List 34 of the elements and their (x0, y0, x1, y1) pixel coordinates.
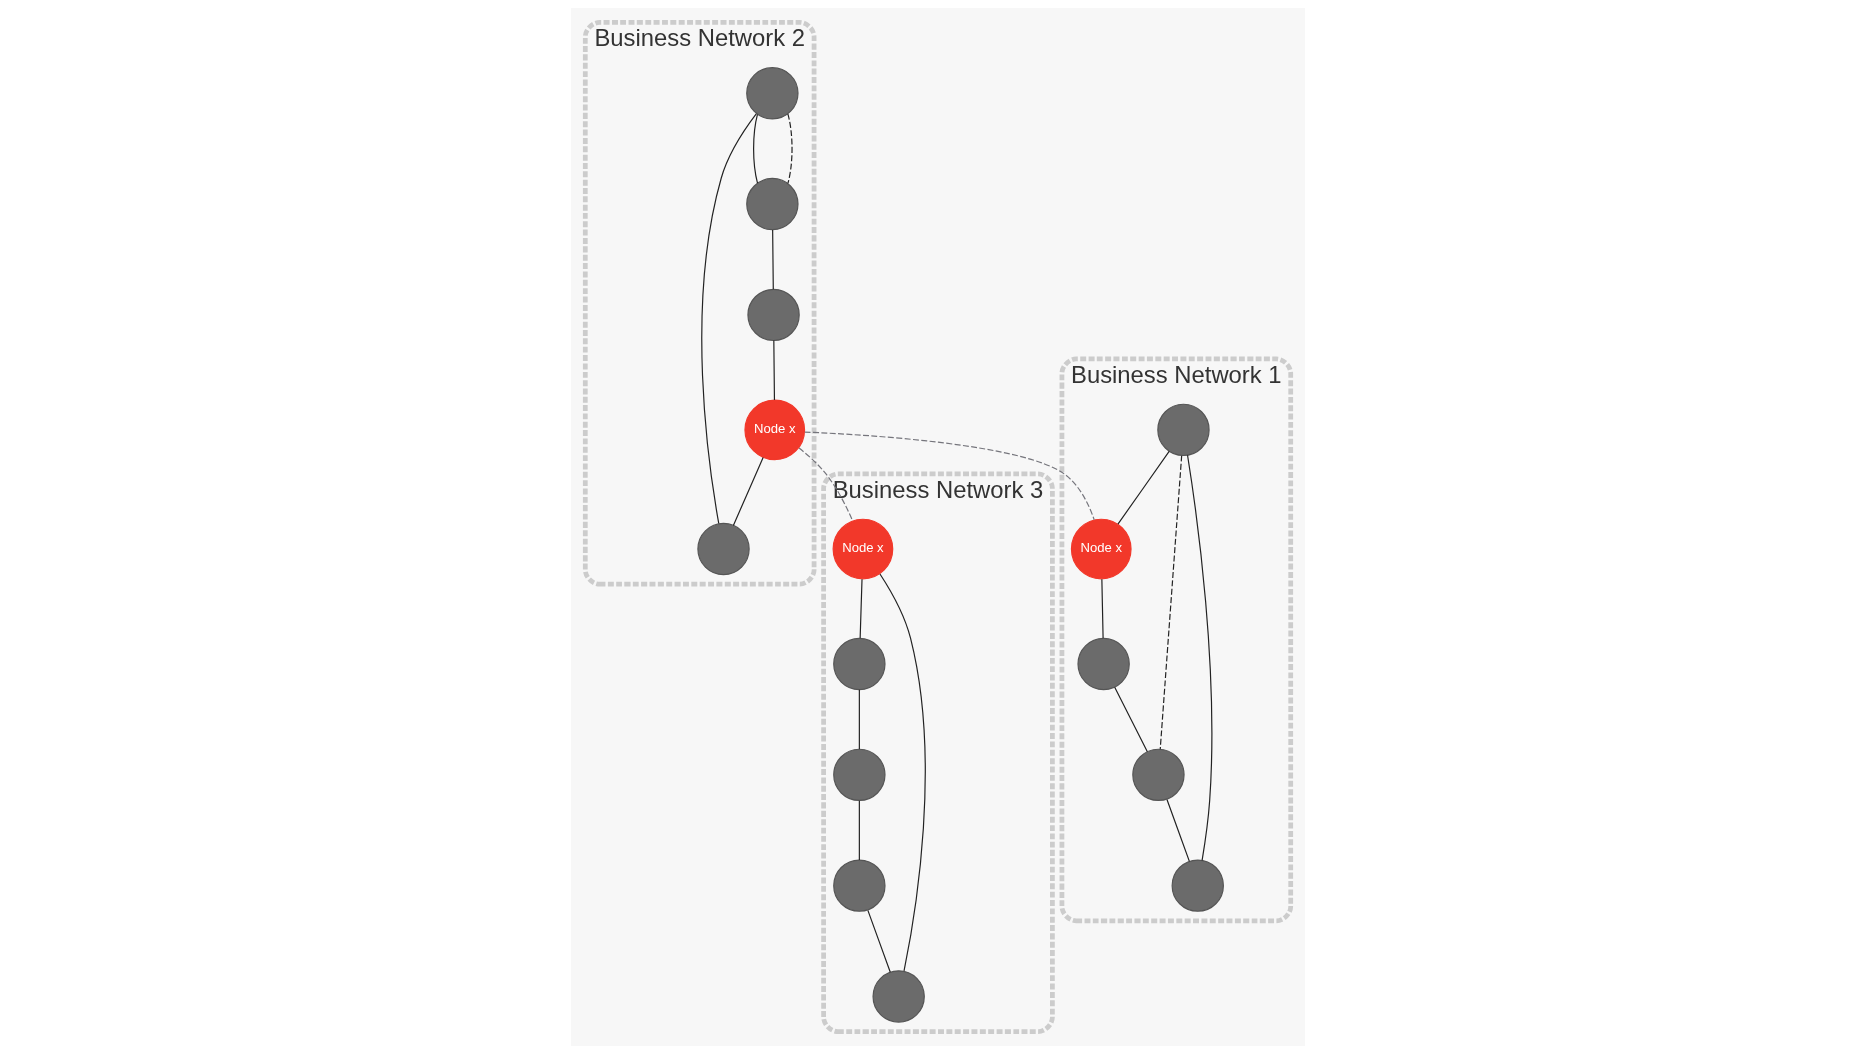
connector (732, 457, 764, 526)
connector (858, 689, 860, 750)
connector (787, 113, 793, 184)
connector (867, 909, 891, 973)
node-circle (746, 177, 799, 231)
connector (1101, 578, 1104, 639)
connector (1159, 455, 1183, 750)
node-circle: Node x (1070, 518, 1132, 580)
connector (879, 573, 926, 972)
connector (1166, 798, 1190, 862)
connector (859, 578, 863, 639)
connector (773, 339, 776, 401)
node-circle (833, 748, 886, 802)
connector (1114, 686, 1148, 753)
node-circle (1157, 403, 1210, 457)
node-circle (872, 970, 925, 1023)
connector (804, 431, 1095, 521)
node-circle (833, 637, 886, 691)
connector (753, 113, 759, 184)
connector (1186, 454, 1213, 861)
node-circle: Node x (744, 399, 806, 461)
connector (772, 229, 774, 290)
connector (701, 113, 757, 525)
node-circle (746, 67, 799, 120)
connector (798, 447, 854, 522)
connector (858, 800, 860, 861)
node-circle (1171, 859, 1224, 912)
connector (1117, 450, 1170, 525)
node-circle (833, 859, 886, 912)
node-circle: Node x (832, 518, 894, 580)
node-circle (747, 288, 800, 342)
node-circle (1132, 748, 1185, 802)
node-circle (1077, 637, 1130, 691)
node-circle (697, 522, 750, 576)
